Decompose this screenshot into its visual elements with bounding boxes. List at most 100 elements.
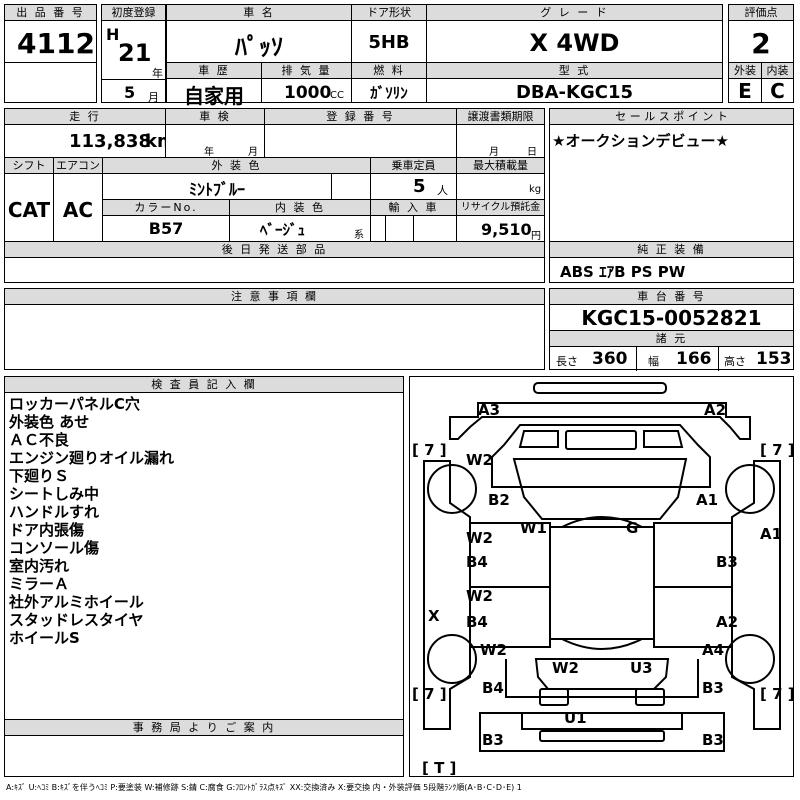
tread-rear-left: [ 7 ] <box>412 685 447 703</box>
spec-box: 諸 元 長さ 360 幅 166 高さ 153 <box>549 330 794 371</box>
inspector-note: エンジン廻りオイル漏れ <box>9 449 175 467</box>
import-box: 輸 入 車 <box>370 199 457 243</box>
roof-outline <box>549 526 655 640</box>
ac-box: エアコン AC <box>53 157 103 242</box>
lot-number-empty <box>4 62 97 103</box>
recycle-unit: 円 <box>531 231 541 242</box>
int-grade-label: 内装 <box>762 63 793 79</box>
capacity: 5 <box>413 176 426 197</box>
exterior-color-box: 外 装 色 ﾐﾝﾄﾌﾞﾙｰ <box>102 157 371 201</box>
inspection-month-unit: 月 <box>248 147 258 158</box>
wheel-front-right <box>725 464 775 514</box>
body-right-outline <box>731 460 781 730</box>
body-left-outline <box>423 460 471 730</box>
exterior-color: ﾐﾝﾄﾌﾞﾙｰ <box>188 180 245 199</box>
ext-grade: E <box>738 79 752 103</box>
displacement-label: 排 気 量 <box>262 63 351 79</box>
mileage-box: 走 行 113,838 km <box>4 108 176 158</box>
first-reg-year: 21 <box>118 39 152 67</box>
inspector-note: シートしみ中 <box>9 485 100 503</box>
inspector-note: ハンドルすれ <box>9 503 100 521</box>
code-a2-rear-right: A2 <box>704 401 726 419</box>
genuine-equipment-label: 純 正 装 備 <box>550 242 793 258</box>
car-name: ﾊﾟｯｿ <box>235 33 283 61</box>
code-b3-bumper-right: B3 <box>702 731 724 749</box>
displacement-box: 排 気 量 1000 CC <box>261 62 352 103</box>
code-u3-rear: U3 <box>630 659 653 677</box>
width-label: 幅 <box>648 355 659 368</box>
car-name-label: 車 名 <box>167 5 351 21</box>
fuel-box: 燃 料 ｶﾞｿﾘﾝ <box>351 62 427 103</box>
inspector-note: コンソール傷 <box>9 539 100 557</box>
max-load-box: 最大積載量 kg <box>456 157 545 200</box>
code-g-windshield: G <box>626 519 638 537</box>
ext-grade-box: 外装 E <box>728 62 762 103</box>
body-front-outline <box>449 402 751 440</box>
door-label: ドア形状 <box>352 5 426 21</box>
displacement-unit: CC <box>330 90 344 101</box>
inspector-note: ドア内張傷 <box>9 521 85 539</box>
height-label: 高さ <box>724 355 746 368</box>
code-w2-rear-glass: W2 <box>552 659 579 677</box>
deadline-label: 譲渡書類期限 <box>457 109 544 125</box>
deadline-box: 譲渡書類期限 月 日 <box>456 108 545 158</box>
deadline-day-unit: 日 <box>527 147 537 158</box>
model-box: 型 式 DBA-KGC15 <box>426 62 723 103</box>
spec-label: 諸 元 <box>550 331 793 347</box>
width: 166 <box>676 349 712 369</box>
recycle-box: リサイクル預託金 9,510 円 <box>456 199 545 242</box>
length: 360 <box>592 349 628 369</box>
door-box: ドア形状 5HB <box>351 4 427 63</box>
score-label: 評価点 <box>729 5 793 21</box>
mileage: 113,838 <box>69 131 151 152</box>
inspection-box: 車 検 年 月 <box>165 108 265 158</box>
recycle-amount: 9,510 <box>481 220 532 239</box>
selling-point: ★オークションデビュー★ <box>552 132 729 150</box>
inspector-note: ロッカーパネルC穴 <box>9 395 140 413</box>
hood-outline <box>491 424 711 488</box>
ac-label: エアコン <box>54 158 102 174</box>
exterior-color-label: 外 装 色 <box>103 158 370 174</box>
inspector-notes-label: 検 査 員 記 入 欄 <box>5 377 403 393</box>
code-a1-right-door: A1 <box>760 525 782 543</box>
code-a2-right-door-rear: A2 <box>716 613 738 631</box>
grade: X 4WD <box>529 29 620 57</box>
inspector-note: 社外アルミホイール <box>9 593 144 611</box>
first-registration-label: 初度登録 <box>102 5 165 21</box>
inspector-note: 下廻りＳ <box>9 467 70 485</box>
code-w2-rear-left: W2 <box>480 641 507 659</box>
height: 153 <box>756 349 792 369</box>
deadline-month-unit: 月 <box>489 147 499 158</box>
genuine-equipment-box: 純 正 装 備 ABS ｴｱB PS PW <box>549 241 794 283</box>
code-x-left-side: X <box>428 607 440 625</box>
interior-color-label: 内 装 色 <box>230 200 370 216</box>
code-b4-left-door-front: B4 <box>466 553 488 571</box>
code-b4-rear-left: B4 <box>482 679 504 697</box>
chassis-label: 車 台 番 号 <box>550 289 793 305</box>
code-a1-front-right: A1 <box>696 491 718 509</box>
history-label: 車 歴 <box>167 63 261 79</box>
inspector-note: ミラーＡ <box>9 575 70 593</box>
chassis-box: 車 台 番 号 KGC15-0052821 <box>549 288 794 331</box>
damage-code-legend: A:ｷｽﾞ U:ﾍｺﾐ B:ｷｽﾞを伴うﾍｺﾐ P:要塗装 W:補修跡 S:錆 … <box>6 783 522 792</box>
first-reg-month: 5 <box>124 83 136 102</box>
shift-box: シフト CAT <box>4 157 54 242</box>
inspector-note: ＡＣ不良 <box>9 431 70 449</box>
length-label: 長さ <box>556 355 578 368</box>
office-notice-box: 事 務 局 よ り ご 案 内 <box>4 719 404 777</box>
rear-lower-panel <box>539 730 665 742</box>
model-label: 型 式 <box>427 63 722 79</box>
interior-color: ﾍﾞｰｼﾞｭ <box>260 221 306 239</box>
score: 2 <box>751 27 771 60</box>
wheel-rear-right <box>725 634 775 684</box>
genuine-equipment: ABS ｴｱB PS PW <box>560 263 686 281</box>
color-no-box: カラーNo. B57 <box>102 199 230 242</box>
color-no: B57 <box>148 219 184 238</box>
code-w2-left-door-rear: W2 <box>466 587 493 605</box>
interior-color-suffix: 系 <box>354 230 364 241</box>
month-unit: 月 <box>148 91 159 104</box>
code-a3-rear-left: A3 <box>478 401 500 419</box>
chassis-number: KGC15-0052821 <box>581 306 762 330</box>
registration-number-box: 登 録 番 号 <box>264 108 457 158</box>
